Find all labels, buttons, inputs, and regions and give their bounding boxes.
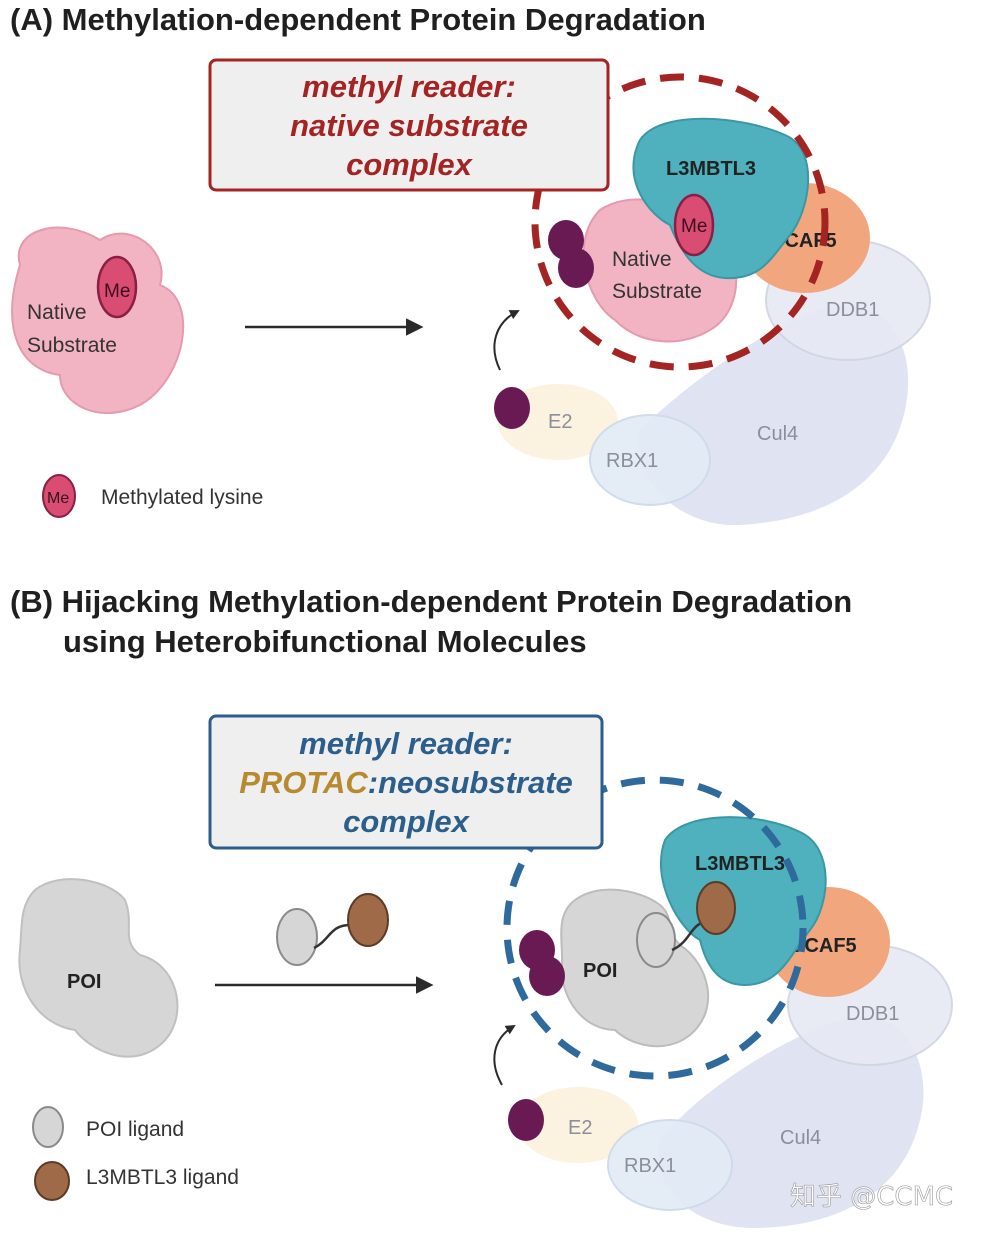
panel-b: (B) Hijacking Methylation-dependent Prot… — [10, 584, 953, 1229]
rbx1-label-b: RBX1 — [624, 1155, 676, 1177]
legend-methyl-icon — [42, 474, 76, 518]
red-box-line-2: native substrate — [290, 108, 528, 143]
ubiquitin-icon-2 — [558, 248, 594, 288]
complex-a: Cul4 DDB1 E2 RBX1 DCAF5 Native Substrate… — [493, 73, 931, 526]
complex-substrate-label-2: Substrate — [612, 280, 702, 303]
substrate-label-line2: Substrate — [27, 334, 117, 357]
red-box-line-3: complex — [346, 147, 474, 182]
legend-poi-ligand-label: POI ligand — [86, 1118, 184, 1141]
protac-neosubstrate-complex-box: methyl reader: PROTAC:neosubstrate compl… — [208, 714, 604, 850]
panel-a-title: (A) Methylation-dependent Protein Degrad… — [10, 2, 706, 37]
methyl-lysine-marker — [96, 255, 138, 319]
rbx1-label: RBX1 — [606, 450, 658, 472]
rbx1-shape — [589, 414, 711, 506]
ddb1-label: DDB1 — [826, 299, 879, 321]
protac-molecule — [276, 893, 389, 966]
native-substrate-left: Me Native Substrate — [11, 226, 185, 415]
e2-shape-b — [518, 1087, 638, 1163]
watermark-text: 知乎 @CCMC — [790, 1182, 953, 1212]
legend-poi-ligand: POI ligand — [32, 1106, 184, 1148]
legend-me-label: Me — [47, 490, 69, 507]
reader-complex-circle-blue — [503, 776, 807, 1080]
substrate-label-line1: Native — [27, 301, 87, 324]
complex-methyl-marker — [673, 193, 715, 257]
ddb1-label-b: DDB1 — [846, 1003, 899, 1025]
neosubstrate-word: :neosubstrate — [368, 765, 573, 800]
e2-label-b: E2 — [568, 1117, 592, 1139]
l3mbtl3-label: L3MBTL3 — [666, 158, 756, 180]
e2-label: E2 — [548, 411, 572, 433]
dcaf5-label-b: DCAF5 — [790, 935, 857, 957]
bound-poi-ligand-icon — [636, 912, 676, 968]
blue-box-line-2: PROTAC:neosubstrate — [239, 765, 573, 800]
me-label: Me — [104, 281, 130, 302]
transfer-arrow-b — [493, 1024, 516, 1086]
bound-l3mbtl3-ligand-icon — [696, 881, 736, 935]
reader-complex-circle-red — [531, 73, 829, 371]
panel-a: (A) Methylation-dependent Protein Degrad… — [10, 2, 931, 526]
blue-box-frame — [208, 714, 604, 850]
transfer-arrow-a — [493, 310, 520, 371]
poi-shape — [18, 878, 179, 1058]
panel-b-title-line1: (B) Hijacking Methylation-dependent Prot… — [10, 584, 852, 619]
complex-b: Cul4 DDB1 E2 RBX1 DCAF5 POI L3MBTL3 — [493, 776, 953, 1229]
substrate-shape — [11, 226, 185, 415]
poi-complex-label: POI — [583, 960, 617, 982]
l3mbtl3-ligand-icon — [347, 893, 389, 947]
legend-l3mbtl3-ligand: L3MBTL3 ligand — [34, 1161, 239, 1201]
cul4-label-b: Cul4 — [780, 1127, 821, 1149]
legend-methyl-label: Methylated lysine — [101, 486, 263, 509]
legend-l3mbtl3-ligand-label: L3MBTL3 ligand — [86, 1166, 239, 1189]
complex-me-label: Me — [681, 216, 707, 237]
l3mbtl3-label-b: L3MBTL3 — [695, 853, 785, 875]
legend-poi-ligand-icon — [32, 1106, 64, 1148]
complex-substrate-label-1: Native — [612, 248, 672, 271]
poi-label: POI — [67, 971, 101, 993]
ubiquitin-e2-icon — [494, 387, 530, 429]
red-box-line-1: methyl reader: — [302, 69, 516, 104]
protac-linker — [313, 923, 351, 950]
native-substrate-complex-box: methyl reader: native substrate complex — [208, 58, 610, 192]
blue-box-line-1: methyl reader: — [299, 726, 513, 761]
red-box-frame — [208, 58, 610, 192]
poi-ligand-icon — [276, 908, 318, 966]
rbx1-shape-b — [607, 1119, 733, 1211]
legend-methylated-lysine: Me Methylated lysine — [42, 474, 263, 518]
ubiquitin-icon-b-2 — [529, 956, 565, 996]
cul4-label: Cul4 — [757, 423, 798, 445]
protac-word: PROTAC — [239, 765, 368, 800]
poi-left: POI — [18, 878, 179, 1058]
blue-box-line-3: complex — [343, 804, 471, 839]
l3mbtl3-shape-b — [659, 816, 827, 987]
panel-b-title-line2: using Heterobifunctional Molecules — [63, 624, 587, 659]
legend-l3mbtl3-ligand-icon — [34, 1161, 70, 1201]
ubiquitin-e2-icon-b — [508, 1099, 544, 1141]
